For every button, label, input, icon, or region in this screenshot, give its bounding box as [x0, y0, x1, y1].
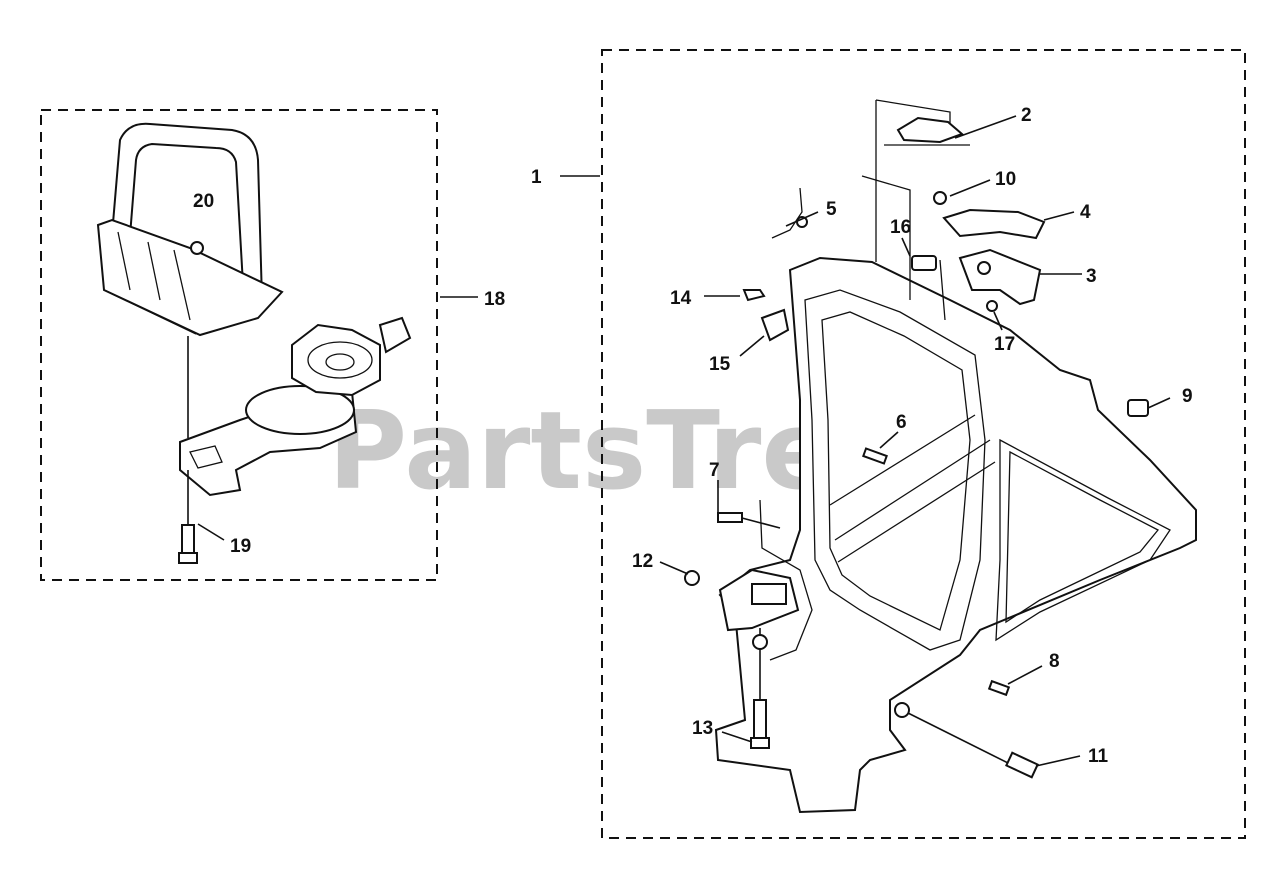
callout-10: 10 [995, 169, 1016, 190]
callout-11: 11 [1088, 746, 1109, 767]
group-box-frame-assembly [601, 49, 1246, 839]
callout-15: 15 [709, 354, 731, 375]
callout-16: 16 [890, 217, 911, 238]
handle-assembly-drawing [96, 122, 478, 564]
callout-6: 6 [896, 412, 907, 433]
callout-13: 13 [692, 718, 713, 739]
callout-8: 8 [1049, 651, 1060, 672]
callout-12: 12 [632, 551, 653, 572]
callout-20: 20 [193, 191, 214, 212]
frame-assembly-drawing [560, 99, 1197, 814]
callout-17: 17 [994, 334, 1015, 355]
callout-4: 4 [1080, 202, 1091, 223]
callout-18: 18 [484, 289, 505, 310]
callout-3: 3 [1086, 266, 1097, 287]
callout-14: 14 [670, 288, 692, 309]
callout-9: 9 [1182, 386, 1193, 407]
callout-7: 7 [709, 460, 720, 481]
callout-2: 2 [1021, 105, 1032, 126]
callout-19: 19 [230, 536, 251, 557]
group-box-handle-assembly [40, 109, 438, 581]
callout-5: 5 [826, 199, 837, 220]
callout-1: 1 [531, 167, 542, 188]
